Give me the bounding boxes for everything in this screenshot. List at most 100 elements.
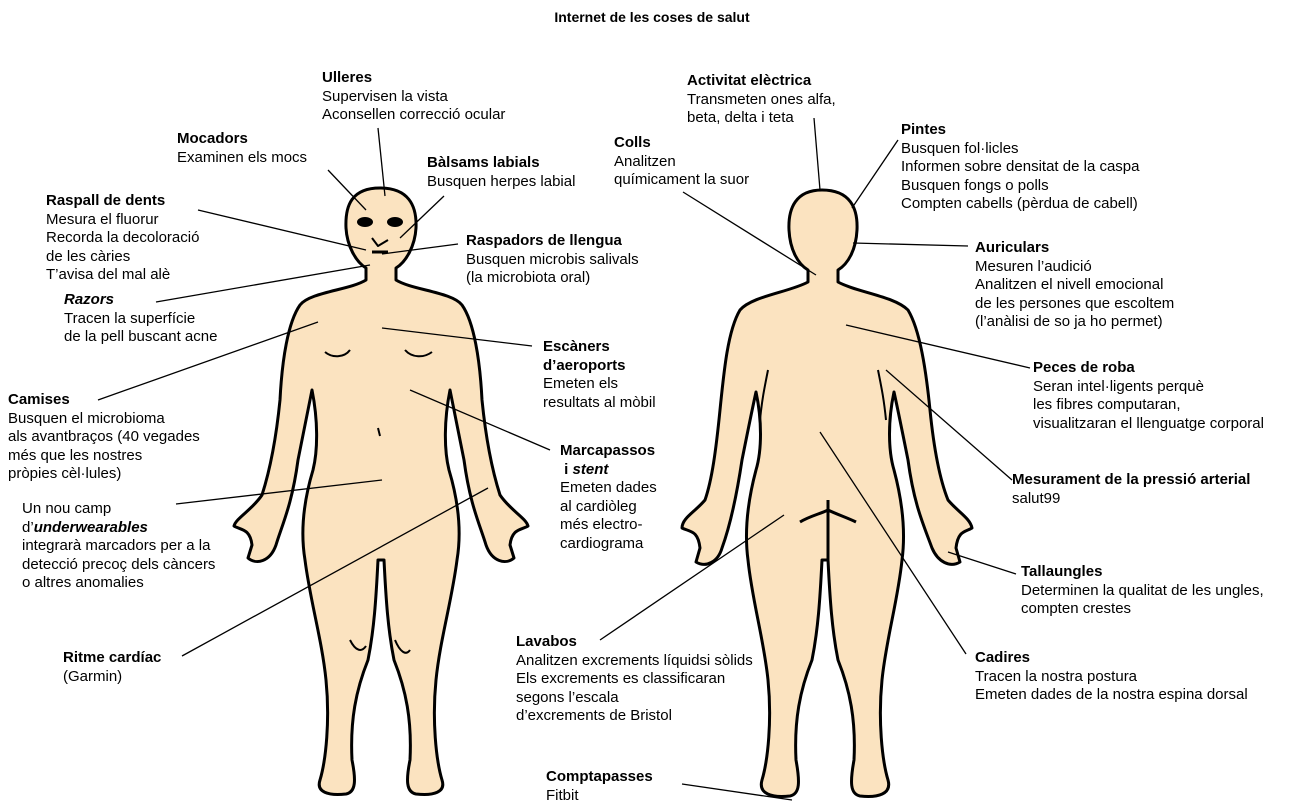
label-line: Supervisen la vista [322,88,505,107]
label-title: Camises [8,391,200,410]
label-cadires: Cadires Tracen la nostra postura Emeten … [975,649,1248,705]
label-title: Ulleres [322,69,505,88]
label-title: Marcapassos [560,442,657,461]
label-title: Lavabos [516,633,753,652]
label-line: d’excrements de Bristol [516,707,753,726]
label-line: (l’anàlisi de so ja ho permet) [975,313,1174,332]
label-line: Un nou camp [22,500,215,519]
label-line: resultats al mòbil [543,394,656,413]
diagram-title: Internet de les coses de salut [0,9,1304,25]
label-title-italic: stent [573,461,609,478]
label-comptapasses: Comptapasses Fitbit [546,768,653,805]
label-ritme-cardiac: Ritme cardíac (Garmin) [63,649,161,686]
label-title: Activitat elèctrica [687,72,836,91]
label-marcapassos: Marcapassos i stent Emeten dades al card… [560,442,657,553]
label-line: Mesuren l’audició [975,258,1174,277]
label-line: segons l’escala [516,689,753,708]
label-line: salut99 [1012,490,1250,509]
label-line: Transmeten ones alfa, [687,91,836,110]
label-title: Mesurament de la pressió arterial [1012,471,1250,490]
label-title: Cadires [975,649,1248,668]
label-razors: Razors Tracen la superfície de la pell b… [64,291,217,347]
label-mocadors: Mocadors Examinen els mocs [177,130,307,167]
label-line: més electro- [560,516,657,535]
label-pintes: Pintes Busquen fol·licles Informen sobre… [901,121,1139,214]
label-line: més que les nostres [8,447,200,466]
label-auriculars: Auriculars Mesuren l’audició Analitzen e… [975,239,1174,332]
label-line: Emeten dades [560,479,657,498]
label-line: de les persones que escoltem [975,295,1174,314]
label-lavabos: Lavabos Analitzen excrements líquidsi sò… [516,633,753,726]
label-line: Busquen fol·licles [901,140,1139,159]
label-line: al cardiòleg [560,498,657,517]
label-title: Colls [614,134,749,153]
label-pressio-arterial: Mesurament de la pressió arterial salut9… [1012,471,1250,508]
label-ulleres: Ulleres Supervisen la vista Aconsellen c… [322,69,505,125]
label-line: Busquen el microbioma [8,410,200,429]
label-line: (la microbiota oral) [466,269,639,288]
label-line: beta, delta i teta [687,109,836,128]
label-line: Mesura el fluorur [46,211,199,230]
label-line: Tracen la nostra postura [975,668,1248,687]
label-line: integrarà marcadors per a la [22,537,215,556]
label-line: Analitzen el nivell emocional [975,276,1174,295]
label-line: als avantbraços (40 vegades [8,428,200,447]
label-colls: Colls Analitzen químicament la suor [614,134,749,190]
label-title: Ritme cardíac [63,649,161,668]
label-raspadors-de-llengua: Raspadors de llengua Busquen microbis sa… [466,232,639,288]
label-line: Fitbit [546,787,653,805]
label-line: Compten cabells (pèrdua de cabell) [901,195,1139,214]
label-title: Pintes [901,121,1139,140]
label-line: les fibres computaran, [1033,396,1264,415]
label-line: Tracen la superfície [64,310,217,329]
label-line: pròpies cèl·lules) [8,465,200,484]
label-line: Analitzen [614,153,749,172]
label-underwearables: Un nou camp d’underwearables integrarà m… [22,500,215,593]
label-title: Peces de roba [1033,359,1264,378]
label-line: químicament la suor [614,171,749,190]
label-activitat-electrica: Activitat elèctrica Transmeten ones alfa… [687,72,836,128]
label-line: o altres anomalies [22,574,215,593]
label-line: d’underwearables [22,519,215,538]
label-balsams-labials: Bàlsams labials Busquen herpes labial [427,154,575,191]
label-title: Mocadors [177,130,307,149]
label-line: detecció precoç dels càncers [22,556,215,575]
label-line: Emeten els [543,375,656,394]
label-line: Informen sobre densitat de la caspa [901,158,1139,177]
label-line: Busquen herpes labial [427,173,575,192]
label-line: Examinen els mocs [177,149,307,168]
label-line: Busquen fongs o polls [901,177,1139,196]
label-line: Aconsellen correcció ocular [322,106,505,125]
label-title: Comptapasses [546,768,653,787]
label-line: Analitzen excrements líquidsi sòlids [516,652,753,671]
label-title-line2: i stent [560,461,657,480]
label-title: d’aeroports [543,357,656,376]
label-line: Busquen microbis salivals [466,251,639,270]
label-italic-bold: underwearables [34,519,148,536]
label-line: Recorda la decoloració [46,229,199,248]
label-line: de les càries [46,248,199,267]
label-escaners-aeroports: Escàners d’aeroports Emeten els resultat… [543,338,656,412]
label-raspall-de-dents: Raspall de dents Mesura el fluorur Recor… [46,192,199,285]
label-title: Tallaungles [1021,563,1264,582]
label-title: Raspall de dents [46,192,199,211]
label-title: Razors [64,291,217,310]
label-line: de la pell buscant acne [64,328,217,347]
label-title: Raspadors de llengua [466,232,639,251]
label-tallaungles: Tallaungles Determinen la qualitat de le… [1021,563,1264,619]
label-title: Escàners [543,338,656,357]
label-line: cardiograma [560,535,657,554]
label-title-prefix: i [564,461,572,478]
label-title: Bàlsams labials [427,154,575,173]
label-line: Determinen la qualitat de les ungles, [1021,582,1264,601]
label-line: visualitzaran el llenguatge corporal [1033,415,1264,434]
label-prefix: d’ [22,519,34,536]
label-line: (Garmin) [63,668,161,687]
label-peces-de-roba: Peces de roba Seran intel·ligents perquè… [1033,359,1264,433]
label-line: T’avisa del mal alè [46,266,199,285]
label-camises: Camises Busquen el microbioma als avantb… [8,391,200,484]
label-line: compten crestes [1021,600,1264,619]
label-line: Els excrements es classificaran [516,670,753,689]
label-line: Seran intel·ligents perquè [1033,378,1264,397]
